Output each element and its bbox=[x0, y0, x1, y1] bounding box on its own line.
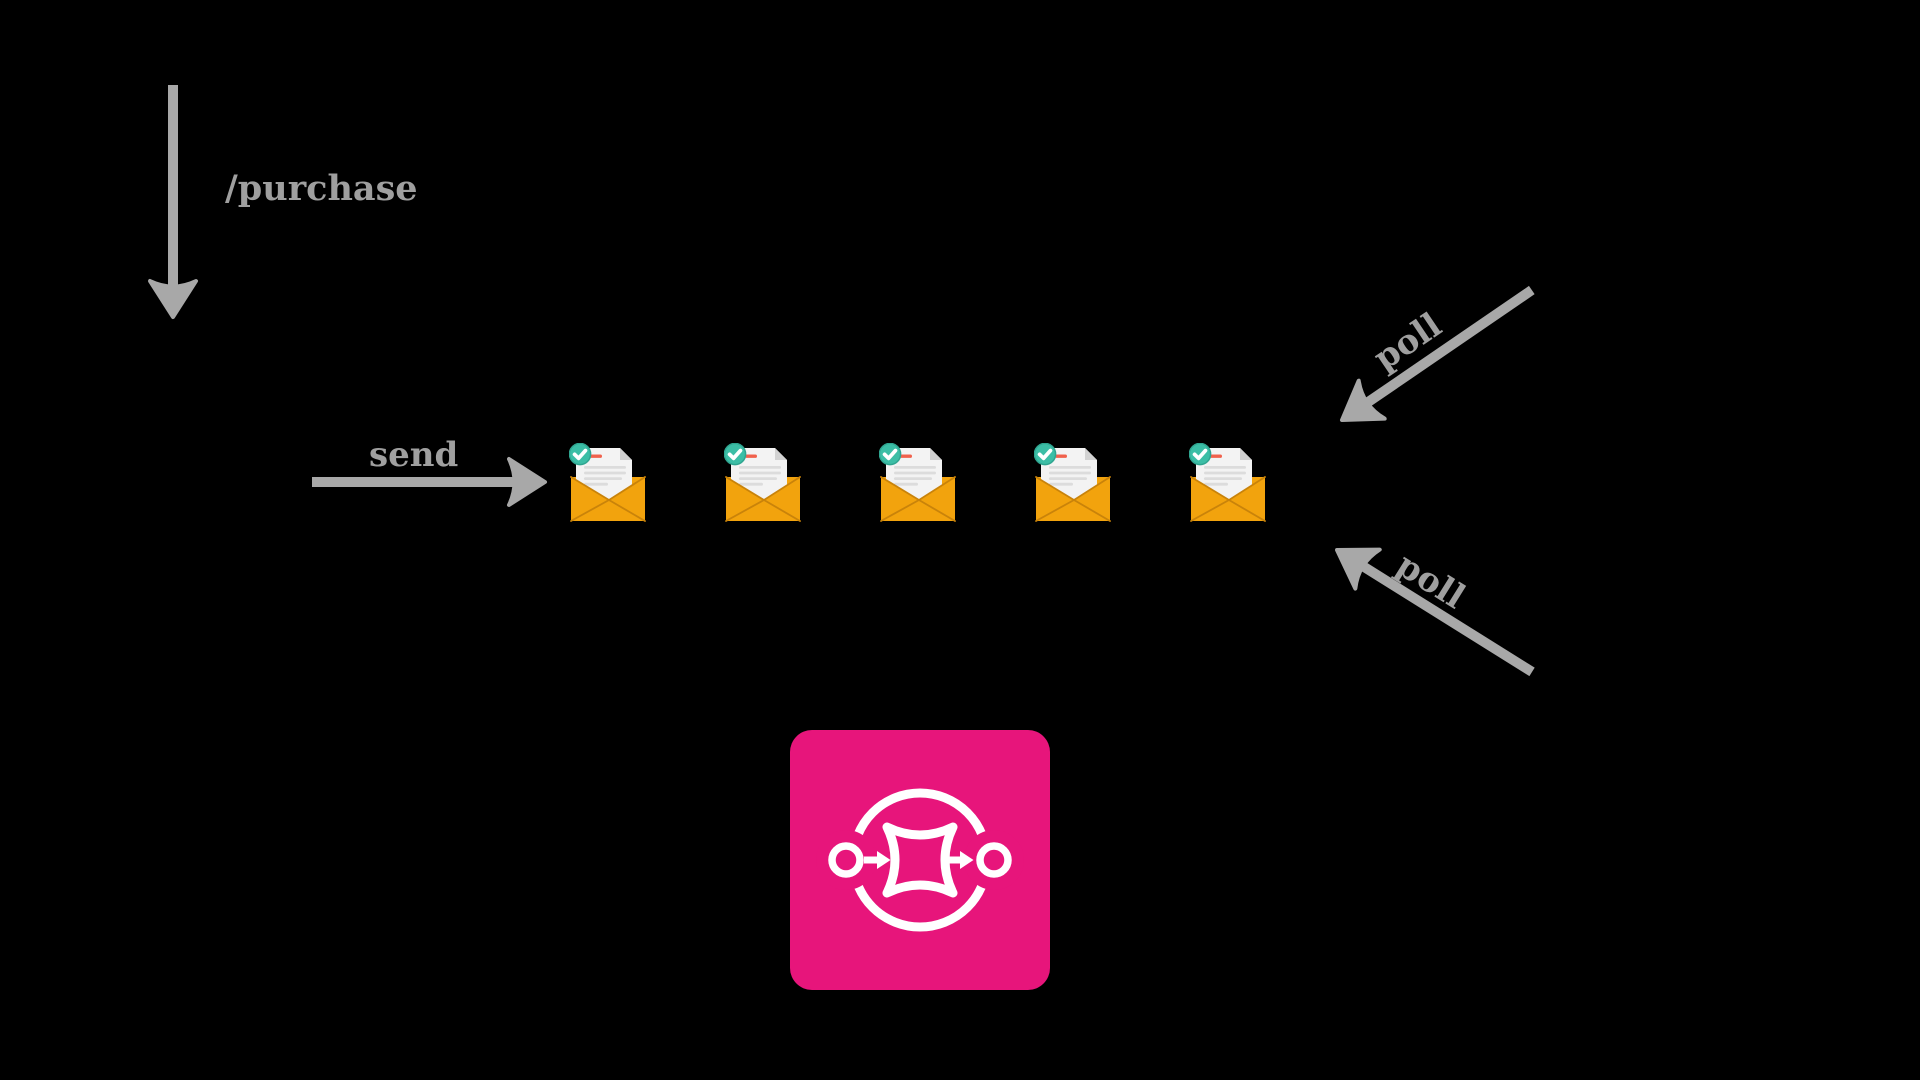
check-badge-icon bbox=[879, 443, 902, 466]
purchase-arrow bbox=[148, 85, 198, 319]
envelope-flaps bbox=[880, 476, 956, 522]
verified-message-icon bbox=[569, 443, 646, 522]
send-label: send bbox=[369, 435, 459, 475]
sqs-queue-glyph bbox=[816, 788, 1024, 932]
check-badge-icon bbox=[1034, 443, 1057, 466]
check-badge-icon bbox=[569, 443, 592, 466]
verified-message-icon bbox=[724, 443, 801, 522]
verified-message-icon bbox=[1034, 443, 1111, 522]
send-arrow bbox=[312, 457, 547, 507]
poll-arrow-top bbox=[1340, 285, 1535, 422]
check-badge-icon bbox=[1189, 443, 1212, 466]
verified-message-icon bbox=[1189, 443, 1266, 522]
sqs-left-node bbox=[828, 842, 864, 878]
purchase-label: /purchase bbox=[225, 168, 418, 209]
sqs-icon bbox=[790, 730, 1050, 990]
envelope-flaps bbox=[725, 476, 801, 522]
check-badge-icon bbox=[724, 443, 747, 466]
verified-message-icon bbox=[879, 443, 956, 522]
sqs-right-node bbox=[976, 842, 1012, 878]
poll-arrow-bottom bbox=[1335, 547, 1535, 677]
envelope-flaps bbox=[1035, 476, 1111, 522]
envelope-flaps bbox=[1190, 476, 1266, 522]
sqs-arrow-out bbox=[947, 851, 974, 869]
sqs-squircle bbox=[882, 822, 958, 898]
message-queue-row bbox=[569, 443, 1267, 523]
sqs-arrow-in bbox=[864, 851, 891, 869]
envelope-flaps bbox=[570, 476, 646, 522]
